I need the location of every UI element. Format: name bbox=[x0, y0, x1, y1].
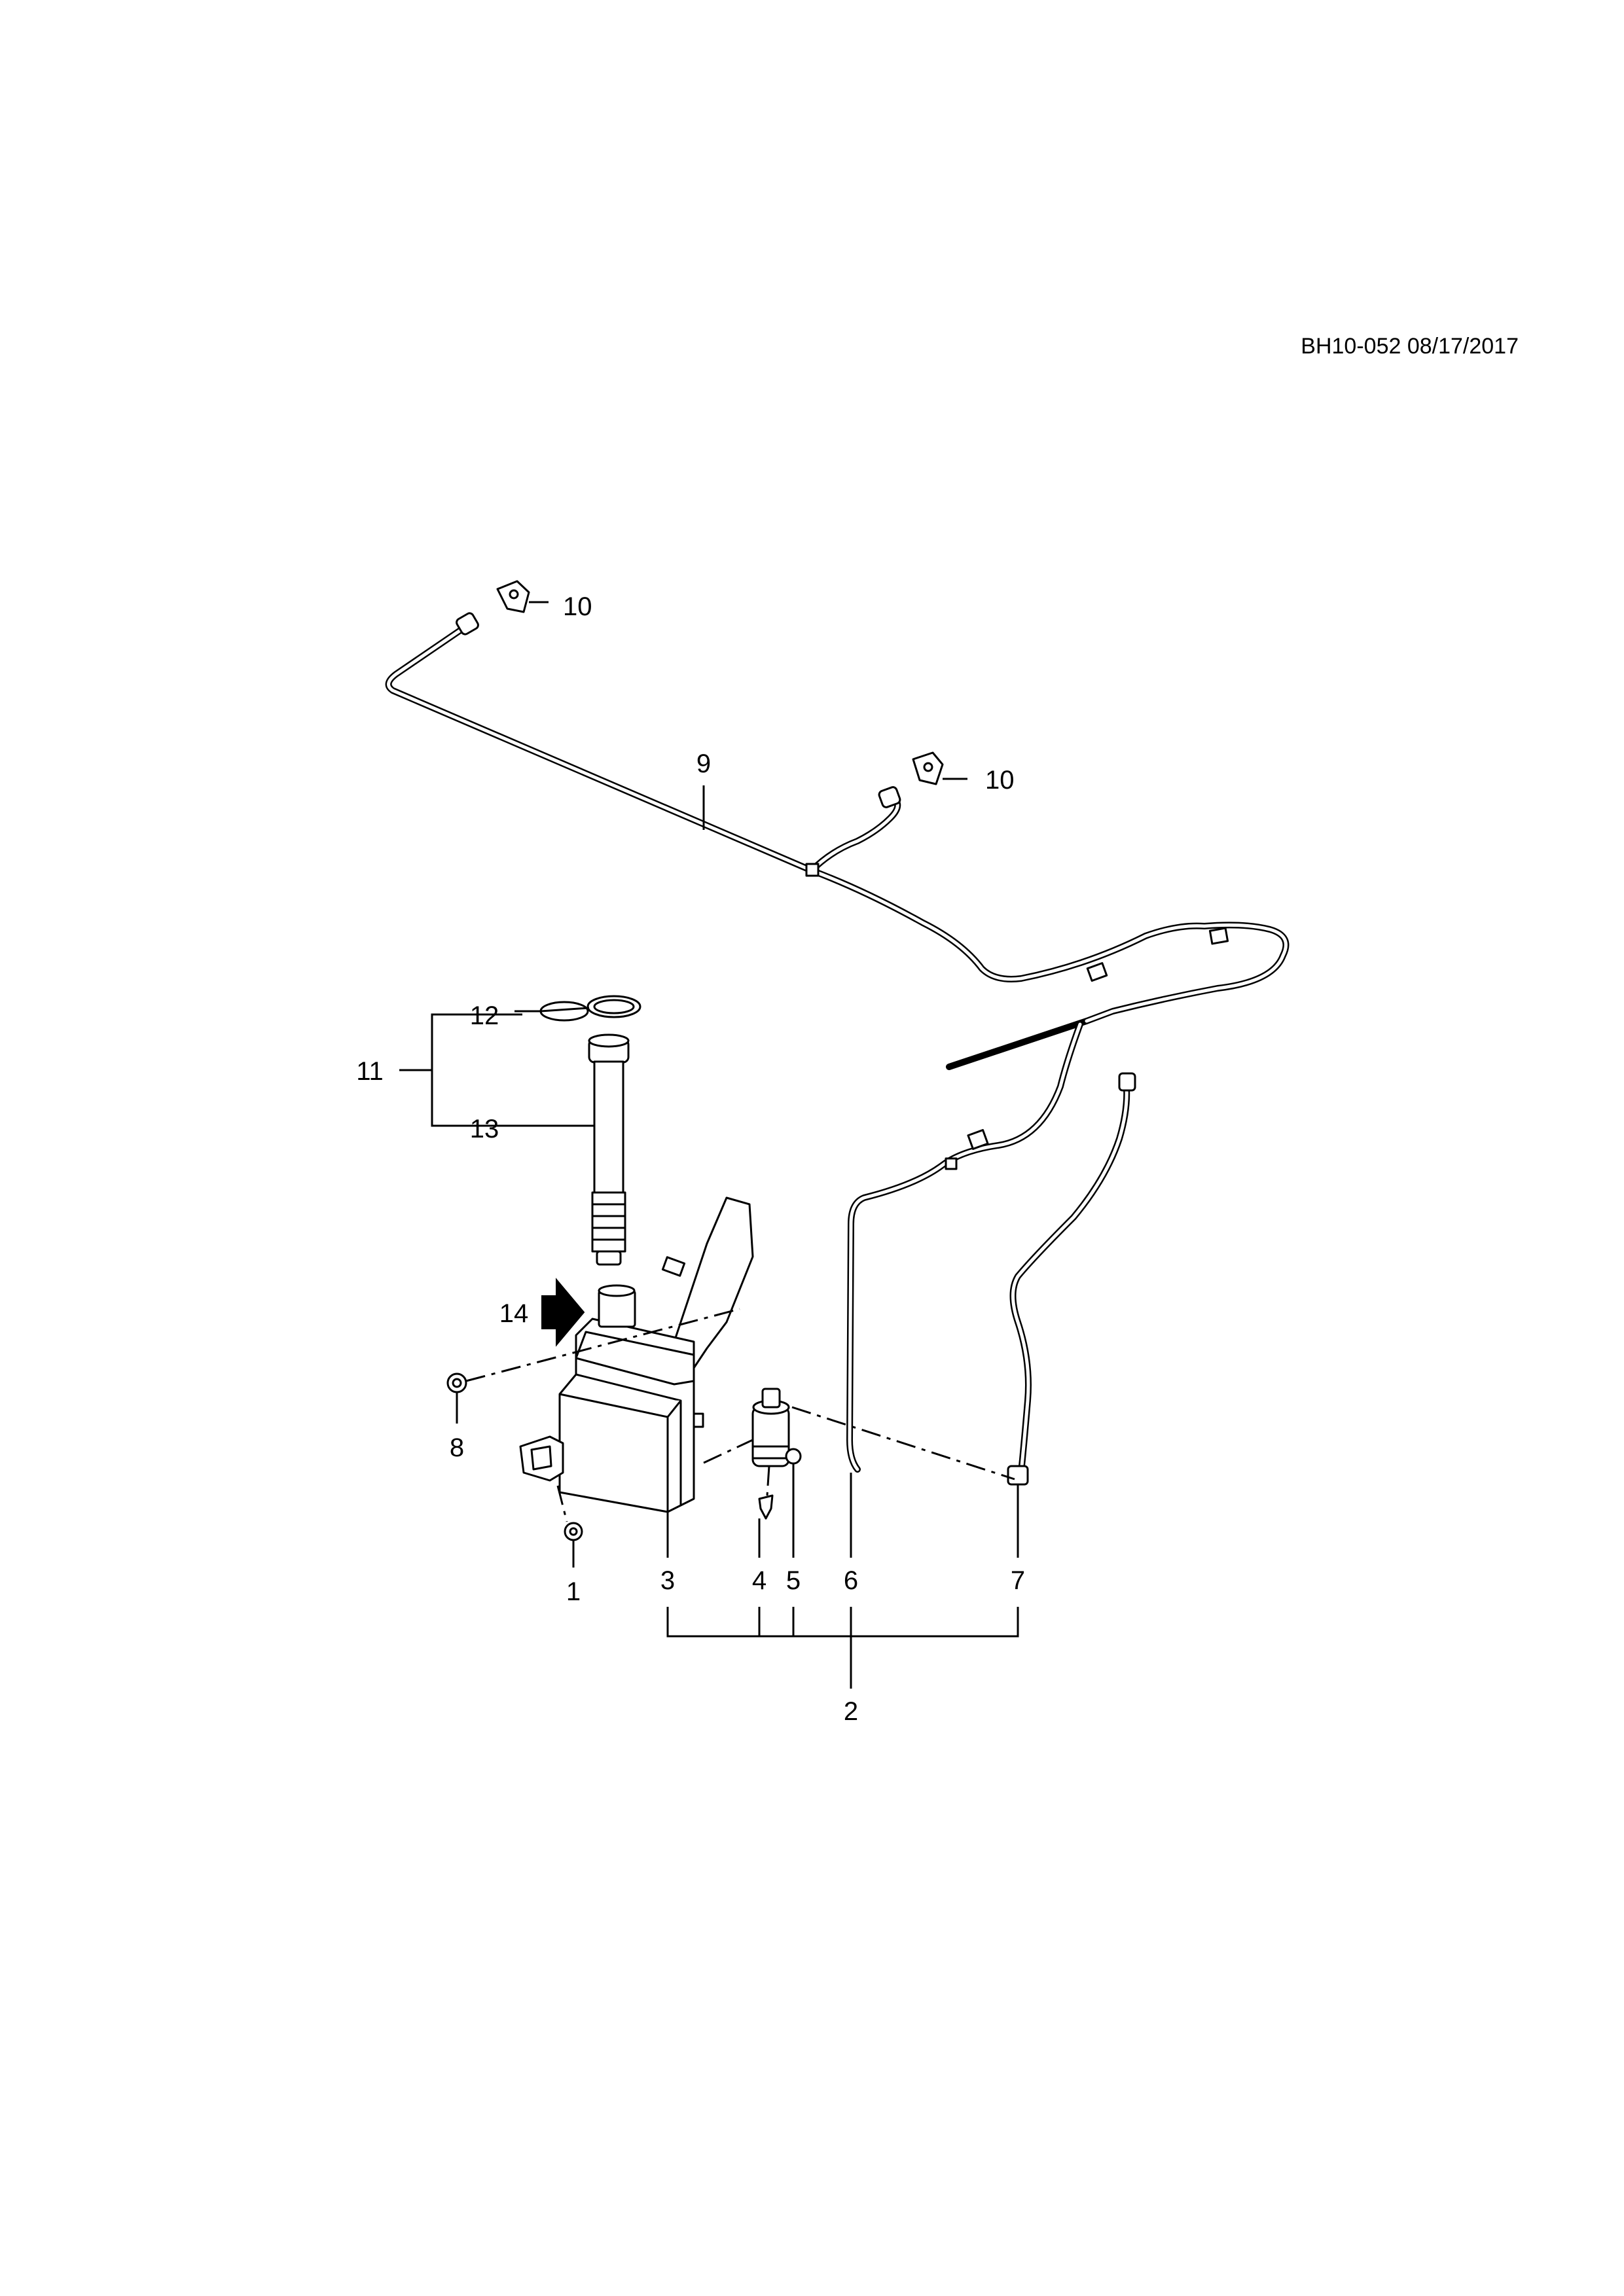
mounting-line bbox=[766, 1465, 770, 1496]
nozzle-icon bbox=[456, 580, 530, 636]
callout-9: 9 bbox=[696, 749, 711, 778]
callout-7: 7 bbox=[1011, 1566, 1025, 1595]
callout-6: 6 bbox=[844, 1566, 858, 1595]
callout-1: 1 bbox=[566, 1577, 581, 1606]
front-arrow-icon bbox=[541, 1278, 585, 1347]
callout-13: 13 bbox=[470, 1115, 499, 1143]
mounting-line bbox=[703, 1439, 753, 1464]
callout-3: 3 bbox=[660, 1566, 675, 1595]
callout-11: 11 bbox=[356, 1057, 384, 1086]
washer-reservoir-icon bbox=[519, 1196, 754, 1513]
callout-5: 5 bbox=[786, 1566, 801, 1595]
hose-icon bbox=[385, 622, 1290, 1070]
leader-lines bbox=[399, 601, 1019, 1689]
mounting-line bbox=[556, 1485, 568, 1522]
hose-icon bbox=[846, 1021, 1083, 1473]
nozzle-icon bbox=[878, 751, 944, 808]
washer-pump-icon bbox=[751, 1388, 802, 1467]
callout-8: 8 bbox=[450, 1433, 464, 1462]
callout-10: 10 bbox=[985, 766, 1015, 795]
callout-12: 12 bbox=[470, 1001, 499, 1030]
callout-4: 4 bbox=[752, 1566, 767, 1595]
diagram-code-date: BH10-052 08/17/2017 bbox=[1301, 334, 1519, 359]
callout-2: 2 bbox=[844, 1697, 858, 1726]
grommet-icon bbox=[758, 1494, 774, 1520]
nut-icon bbox=[564, 1522, 583, 1541]
callout-10: 10 bbox=[563, 592, 592, 621]
bolt-icon bbox=[446, 1372, 467, 1393]
mounting-line bbox=[791, 1406, 1015, 1480]
callout-14: 14 bbox=[499, 1299, 529, 1328]
cap-icon bbox=[539, 995, 641, 1022]
mounting-line bbox=[465, 1308, 740, 1382]
filler-neck-icon bbox=[588, 1033, 630, 1266]
hose-icon bbox=[1007, 1072, 1136, 1486]
